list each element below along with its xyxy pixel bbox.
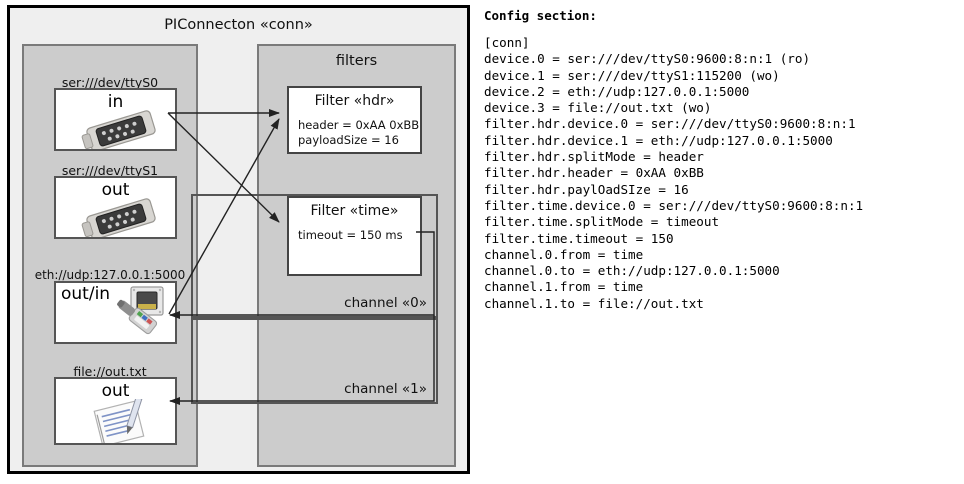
ethernet-plug-icon (117, 286, 164, 335)
channel-box-0: channel «0» (191, 194, 438, 318)
device-box-eth[interactable]: out/in (54, 281, 177, 344)
device-direction-eth: out/in (61, 284, 111, 304)
config-section: Config section: [conn] device.0 = ser://… (482, 8, 960, 312)
diagram-frame: PIConnecton «conn» ser:///dev/ttyS0 in (7, 5, 470, 474)
device-label-file: file://out.txt (73, 364, 147, 379)
config-body: [conn] device.0 = ser:///dev/ttyS0:9600:… (484, 35, 864, 311)
filter-props-hdr: header = 0xAA 0xBB payloadSize = 16 (298, 118, 419, 148)
device-label-ttys0: ser:///dev/ttyS0 (61, 75, 159, 90)
filter-title-time: Filter «time» (310, 203, 399, 219)
filter-prop: payloadSize = 16 (298, 133, 399, 147)
channel-label-1: channel «1» (344, 381, 427, 397)
filter-prop: header = 0xAA 0xBB (298, 118, 420, 132)
config-heading: Config section: (484, 8, 597, 23)
text-file-icon (93, 399, 145, 443)
device-direction-file: out (101, 381, 130, 401)
filters-panel-title: filters (335, 53, 378, 69)
serial-port-icon (81, 110, 156, 149)
filter-box-hdr[interactable]: Filter «hdr» header = 0xAA 0xBB payloadS… (287, 86, 422, 154)
device-box-ttys1[interactable]: out (54, 176, 177, 239)
channel-box-1: channel «1» (191, 318, 438, 404)
channel-label-0: channel «0» (344, 295, 427, 311)
filter-title-hdr: Filter «hdr» (314, 93, 395, 109)
device-label-ttys1: ser:///dev/ttyS1 (61, 163, 159, 178)
device-direction-ttys0: in (107, 92, 124, 112)
devices-panel: ser:///dev/ttyS0 in ser:///dev/ttyS1 out (22, 44, 198, 467)
diagram-title: PIConnecton «conn» (164, 17, 313, 33)
device-direction-ttys1: out (101, 180, 130, 200)
device-box-file[interactable]: out (54, 377, 177, 445)
device-box-ttys0[interactable]: in (54, 88, 177, 151)
device-label-eth: eth://udp:127.0.0.1:5000 (34, 268, 186, 282)
serial-port-icon (81, 198, 156, 237)
